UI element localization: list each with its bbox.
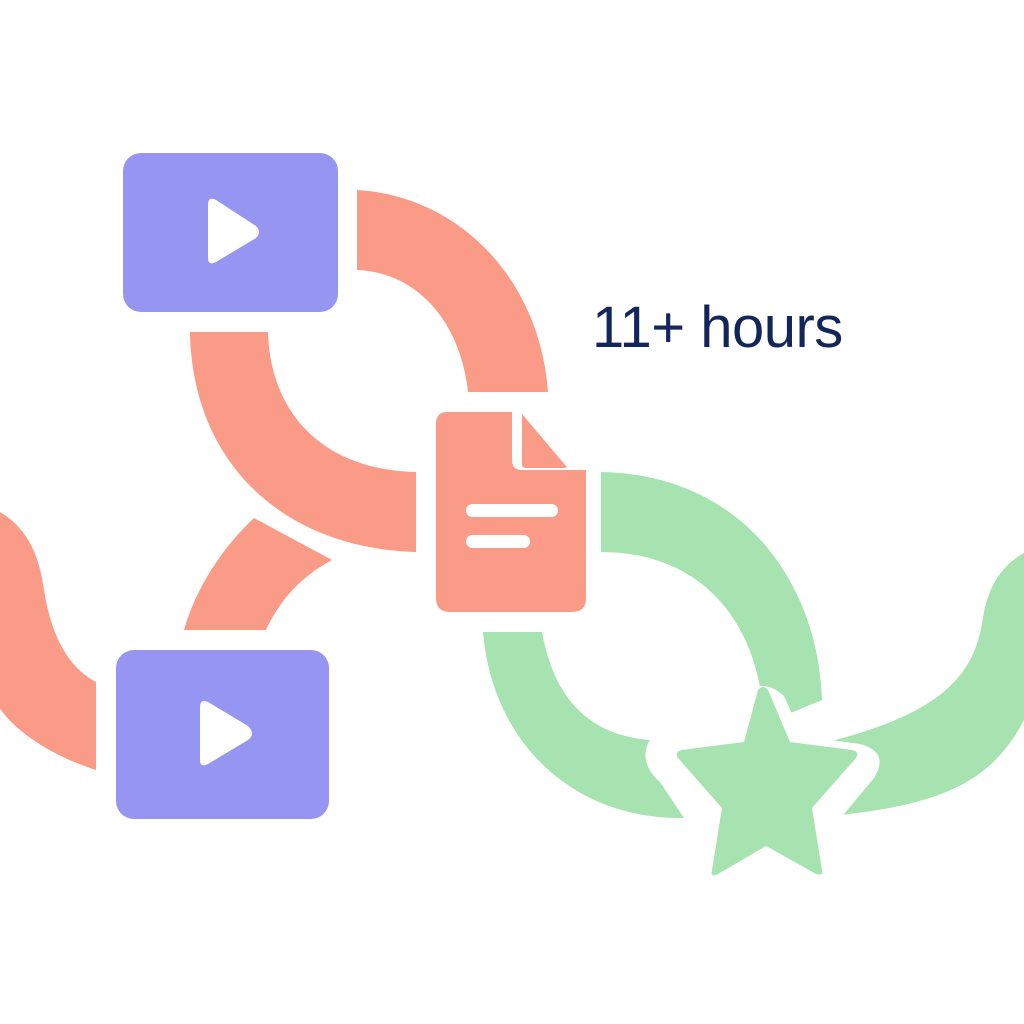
duration-label: 11+ hours xyxy=(592,295,843,360)
star-icon xyxy=(658,686,880,880)
video-play-icon-top xyxy=(123,153,338,312)
video-play-icon-bottom xyxy=(116,650,329,819)
coral-ring xyxy=(190,190,548,552)
coral-arc-lower xyxy=(184,518,332,630)
coral-wave-left xyxy=(0,512,96,770)
document-icon xyxy=(430,400,594,612)
